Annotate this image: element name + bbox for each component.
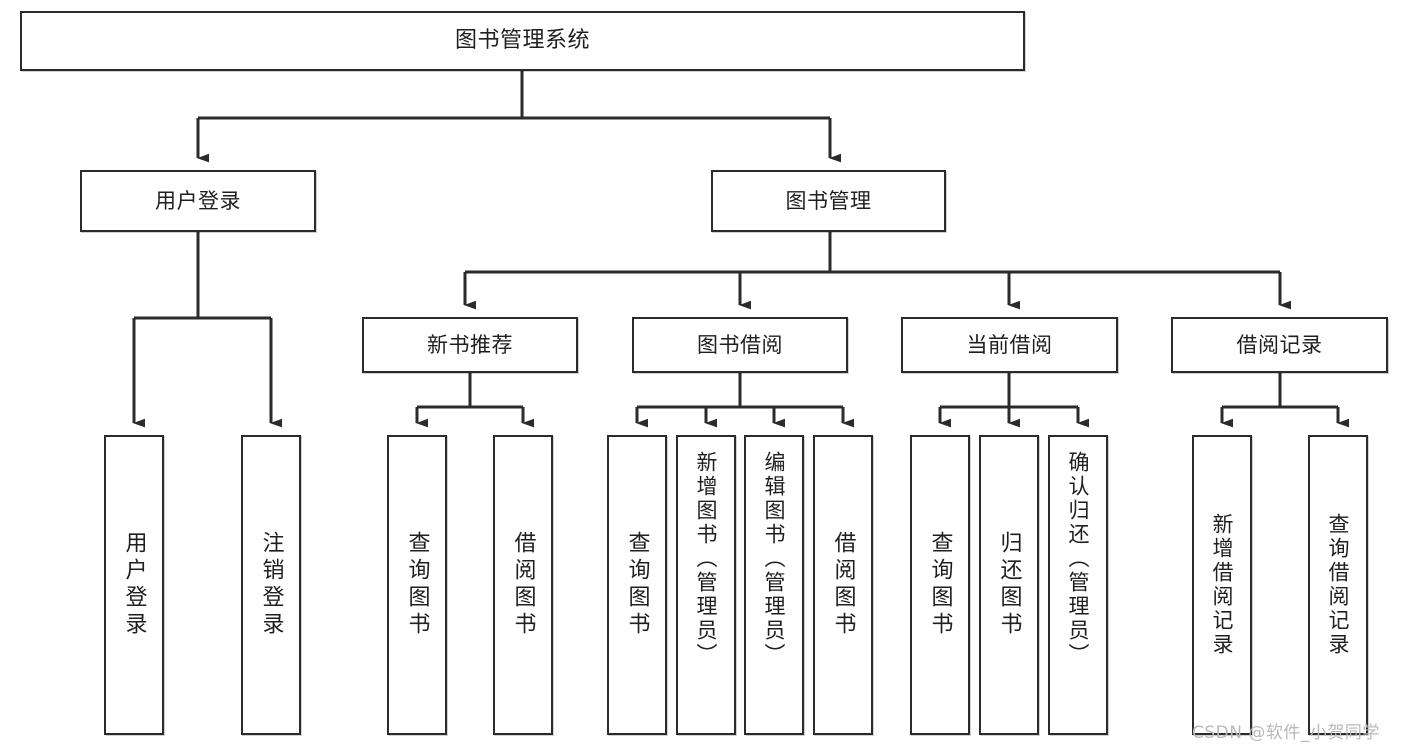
leaf-borrow-record-add[interactable]: 新增借阅记录 (1192, 435, 1252, 735)
node-label: 新书推荐 (427, 332, 513, 357)
node-label: 用户登录 (155, 188, 241, 213)
node-label: 查询图书 (927, 531, 953, 639)
node-label: 查询借阅记录 (1326, 513, 1351, 657)
node-label: 确认归还（管理员） (1066, 451, 1091, 667)
node-label: 查询图书 (404, 531, 430, 639)
node-label: 查询图书 (624, 531, 650, 639)
leaf-new-book-borrow[interactable]: 借阅图书 (493, 435, 553, 735)
node-current-borrow[interactable]: 当前借阅 (901, 317, 1118, 373)
leaf-current-borrow-return[interactable]: 归还图书 (979, 435, 1039, 735)
node-label: 注销登录 (258, 531, 284, 639)
leaf-current-borrow-query[interactable]: 查询图书 (910, 435, 970, 735)
node-label: 图书管理 (785, 188, 872, 213)
leaf-new-book-query[interactable]: 查询图书 (387, 435, 447, 735)
leaf-borrow-record-query[interactable]: 查询借阅记录 (1308, 435, 1368, 735)
node-label: 当前借阅 (966, 332, 1053, 357)
node-book-borrow[interactable]: 图书借阅 (632, 317, 848, 373)
node-label: 新增图书（管理员） (694, 451, 719, 667)
node-root-system[interactable]: 图书管理系统 (20, 11, 1025, 71)
leaf-book-borrow-add[interactable]: 新增图书（管理员） (676, 435, 736, 735)
leaf-book-borrow-edit[interactable]: 编辑图书（管理员） (744, 435, 804, 735)
node-label: 借阅记录 (1236, 332, 1323, 357)
node-user-login[interactable]: 用户登录 (80, 170, 316, 232)
node-label: 用户登录 (121, 531, 147, 639)
node-book-manage[interactable]: 图书管理 (711, 170, 946, 232)
leaf-book-borrow-borrow[interactable]: 借阅图书 (813, 435, 873, 735)
leaf-current-borrow-confirm-return[interactable]: 确认归还（管理员） (1048, 435, 1108, 735)
node-label: 归还图书 (996, 531, 1022, 639)
node-label: 新增借阅记录 (1210, 513, 1235, 657)
leaf-user-login-logout[interactable]: 注销登录 (241, 435, 301, 735)
node-label: 借阅图书 (830, 531, 856, 639)
node-label: 图书借阅 (697, 332, 783, 357)
node-borrow-record[interactable]: 借阅记录 (1171, 317, 1388, 373)
node-label: 借阅图书 (510, 531, 536, 639)
csdn-watermark: CSDN @软件_小贺同学 (1192, 723, 1380, 743)
leaf-book-borrow-query[interactable]: 查询图书 (607, 435, 667, 735)
node-label: 编辑图书（管理员） (762, 451, 787, 667)
leaf-user-login-login[interactable]: 用户登录 (104, 435, 164, 735)
node-label: 图书管理系统 (454, 28, 590, 54)
node-new-book-recommend[interactable]: 新书推荐 (362, 317, 578, 373)
